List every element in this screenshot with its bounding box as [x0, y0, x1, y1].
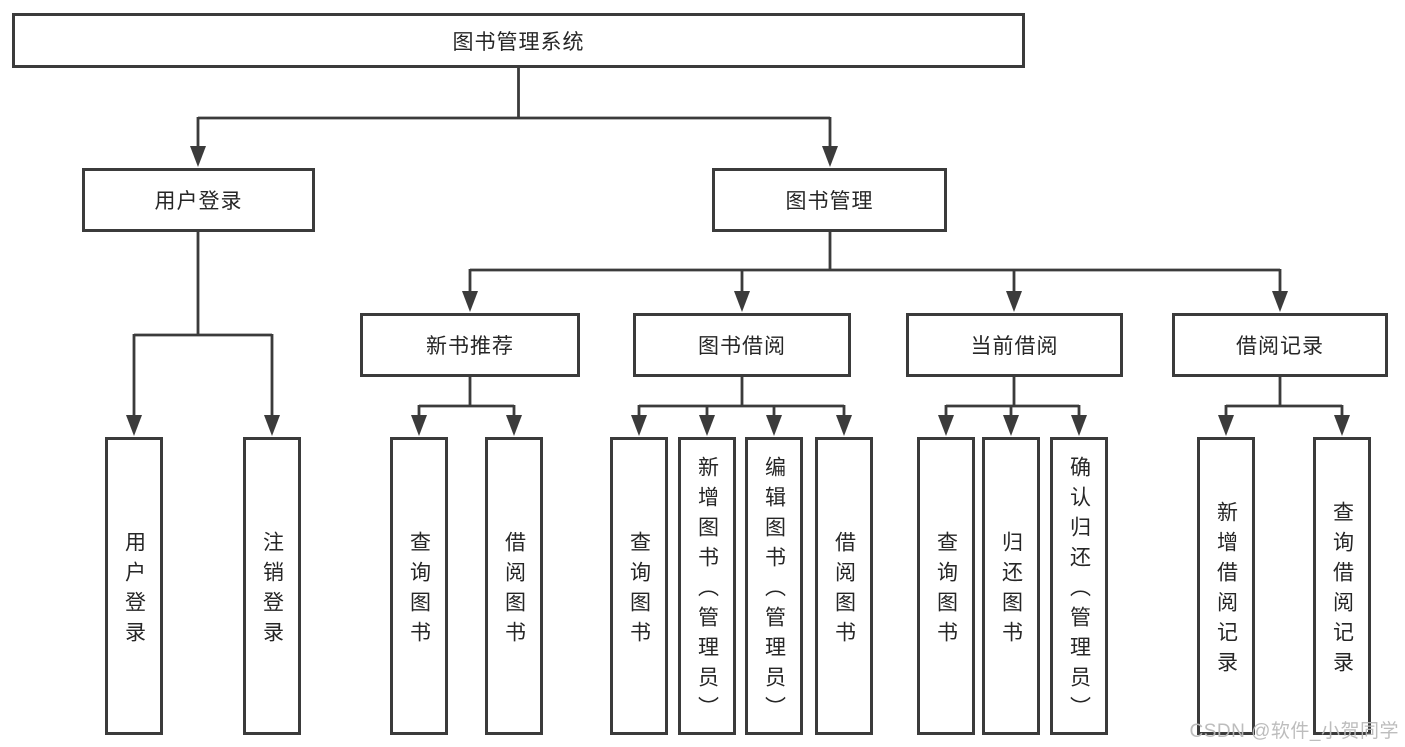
node-book-borrowing-label: 图书借阅	[698, 335, 786, 358]
leaf-add-borrow-record-label: 新增借阅记录	[1214, 500, 1238, 681]
leaf-return-books-label: 归还图书	[999, 530, 1023, 651]
leaf-query-borrow-record-label: 查询借阅记录	[1330, 500, 1354, 681]
leaf-logout-label: 注销登录	[260, 530, 284, 651]
node-borrowing-records: 借阅记录	[1172, 313, 1388, 377]
leaf-query-books-borrow: 查询图书	[610, 437, 668, 735]
node-book-management-label: 图书管理	[785, 190, 874, 213]
node-borrowing-records-label: 借阅记录	[1236, 335, 1324, 358]
node-root: 图书管理系统	[12, 13, 1025, 68]
leaf-confirm-return-admin-label: 确认归还（管理员）	[1067, 455, 1091, 726]
leaf-query-books-recommend-label: 查询图书	[407, 530, 431, 651]
leaf-query-books-current-label: 查询图书	[934, 530, 958, 651]
leaf-user-login: 用户登录	[105, 437, 163, 735]
leaf-borrow-books: 借阅图书	[815, 437, 873, 735]
leaf-logout: 注销登录	[243, 437, 301, 735]
node-new-book-recommendation: 新书推荐	[360, 313, 580, 377]
leaf-query-books-borrow-label: 查询图书	[627, 530, 651, 651]
leaf-add-books-admin: 新增图书（管理员）	[678, 437, 736, 735]
leaf-edit-books-admin: 编辑图书（管理员）	[745, 437, 803, 735]
leaf-query-borrow-record: 查询借阅记录	[1313, 437, 1371, 735]
leaf-edit-books-admin-label: 编辑图书（管理员）	[762, 455, 786, 726]
leaf-borrow-books-label: 借阅图书	[832, 530, 856, 651]
csdn-watermark: CSDN @软件_小贺同学	[1189, 721, 1399, 742]
leaf-query-books-current: 查询图书	[917, 437, 975, 735]
leaf-borrow-books-recommend-label: 借阅图书	[502, 530, 526, 651]
node-book-borrowing: 图书借阅	[633, 313, 851, 377]
node-user-login-label: 用户登录	[154, 190, 243, 213]
node-current-borrowing: 当前借阅	[906, 313, 1123, 377]
node-new-book-recommendation-label: 新书推荐	[426, 335, 514, 358]
leaf-add-borrow-record: 新增借阅记录	[1197, 437, 1255, 735]
leaf-confirm-return-admin: 确认归还（管理员）	[1050, 437, 1108, 735]
arrowheads	[126, 146, 1350, 436]
leaf-borrow-books-recommend: 借阅图书	[485, 437, 543, 735]
node-root-label: 图书管理系统	[452, 30, 585, 54]
leaf-query-books-recommend: 查询图书	[390, 437, 448, 735]
leaf-user-login-label: 用户登录	[122, 530, 146, 651]
node-current-borrowing-label: 当前借阅	[970, 335, 1059, 358]
leaf-return-books: 归还图书	[982, 437, 1040, 735]
leaf-add-books-admin-label: 新增图书（管理员）	[695, 455, 719, 726]
node-user-login: 用户登录	[82, 168, 315, 232]
node-book-management: 图书管理	[712, 168, 947, 232]
